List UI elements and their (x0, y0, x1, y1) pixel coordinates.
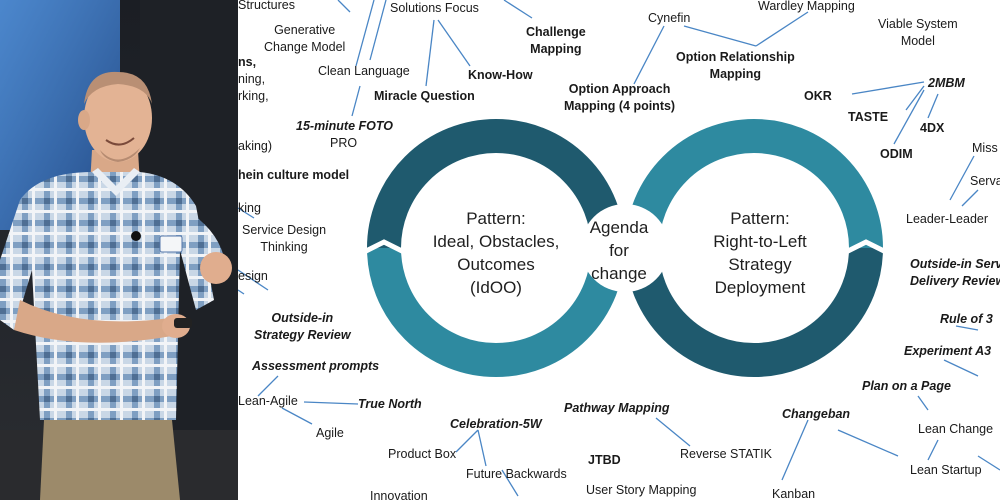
right-pattern-line-1: Pattern: (730, 209, 790, 228)
label-product-box: Product Box (388, 447, 457, 461)
label-pro: PRO (330, 136, 358, 150)
label-changeban: Changeban (782, 407, 851, 421)
label-know-how: Know-How (468, 68, 533, 82)
label-15-minute-foto: 15-minute FOTO (296, 119, 394, 133)
left-ring-lower (367, 247, 625, 377)
left-notch (362, 239, 406, 255)
label-structures: Structures (238, 0, 295, 12)
label-okr: OKR (804, 89, 832, 103)
label-taste: TASTE (848, 110, 889, 124)
label-lean-startup: Lean Startup (910, 463, 982, 477)
label-experiment-a3: Experiment A3 (904, 344, 992, 358)
label-cut-ns: ns, (238, 55, 257, 69)
label-wardley-mapping: Wardley Mapping (758, 0, 855, 13)
left-pattern-line-1: Pattern: (466, 209, 526, 228)
label-assessment-prompts: Assessment prompts (252, 359, 380, 373)
label-solutions-focus: Solutions Focus (390, 1, 479, 15)
label-culture-model: hein culture model (238, 168, 350, 182)
connector-lines (238, 0, 1000, 497)
agenda-slide: Pattern: Ideal, Obstacles, Outcomes (IdO… (238, 0, 1000, 500)
right-pattern-line-3: Strategy (728, 255, 792, 274)
left-pattern-line-2: Ideal, Obstacles, (432, 232, 560, 251)
speaker-illustration (0, 0, 238, 500)
label-pathway-mapping: Pathway Mapping (564, 401, 670, 415)
center-agenda-text: Agenda for change (574, 216, 664, 285)
left-ring-upper (367, 119, 625, 249)
right-pattern-line-2: Right-to-Left (713, 232, 807, 251)
label-4dx: 4DX (920, 121, 945, 135)
label-cut-serva: Serva (970, 174, 1000, 188)
left-pattern-text: Pattern: Ideal, Obstacles, Outcomes (IdO… (408, 207, 584, 299)
label-reverse-statik: Reverse STATIK (680, 447, 772, 461)
right-notch (844, 239, 888, 255)
center-circle (581, 204, 669, 292)
label-true-north: True North (358, 397, 422, 411)
label-2mbm: 2MBM (928, 76, 965, 90)
label-agile: Agile (316, 426, 344, 440)
label-leader-leader: Leader-Leader (906, 212, 989, 226)
label-lean-change: Lean Change (918, 422, 994, 436)
label-innovation: Innovation (370, 489, 428, 500)
label-rule-of-3: Rule of 3 (940, 312, 993, 326)
right-pattern-line-4: Deployment (714, 278, 806, 297)
label-jtbd: JTBD (588, 453, 621, 467)
label-plan-on-a-page: Plan on a Page (862, 379, 951, 393)
center-line-2: for (609, 241, 629, 260)
label-lean-agile: Lean-Agile (238, 394, 298, 408)
label-cut-rking: rking, (238, 89, 269, 103)
label-future-backwards: Future Backwards (466, 467, 567, 481)
label-user-story-mapping: User Story Mapping (586, 483, 697, 497)
label-miracle-question: Miracle Question (374, 89, 475, 103)
label-kanban: Kanban (772, 487, 816, 500)
label-odim: ODIM (880, 147, 913, 161)
label-cut-king: king (238, 201, 261, 215)
speaker-photo (0, 0, 238, 500)
center-line-3: change (591, 264, 647, 283)
right-ring-lower (625, 247, 883, 377)
right-pattern-text: Pattern: Right-to-Left Strategy Deployme… (670, 207, 850, 299)
label-clean-language: Clean Language (318, 64, 410, 78)
infinity-rings (362, 119, 888, 377)
right-ring-upper (625, 119, 883, 249)
connector-lines-and-rings (238, 0, 1000, 497)
label-cut-ning: ning, (238, 72, 266, 86)
left-pattern-line-3: Outcomes (457, 255, 535, 274)
label-celebration-5w: Celebration-5W (450, 417, 542, 431)
center-line-1: Agenda (589, 218, 649, 237)
label-cut-miss: Miss (972, 141, 998, 155)
left-pattern-line-4: (IdOO) (470, 278, 522, 297)
label-cut-aking: aking) (238, 139, 273, 153)
label-cut-esign: esign (238, 269, 268, 283)
label-cynefin: Cynefin (648, 11, 691, 25)
